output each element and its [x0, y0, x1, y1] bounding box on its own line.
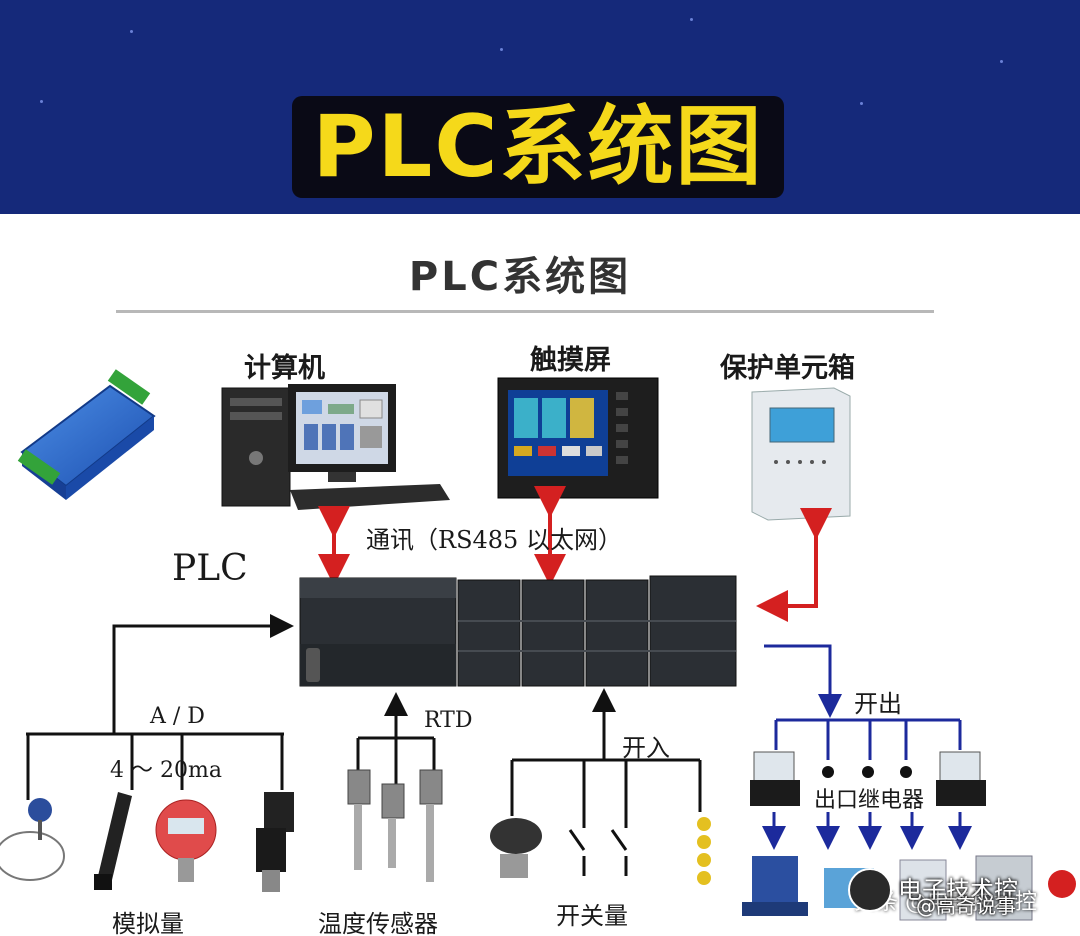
header-banner: PLC系统图 — [0, 0, 1080, 214]
communication-arrows — [318, 486, 832, 622]
switch-caption: 开关量 — [556, 902, 628, 930]
temperature-wiring — [356, 692, 436, 784]
ad-label: A / D — [150, 704, 205, 729]
plc-label: PLC — [172, 548, 248, 589]
star-decoration — [690, 18, 693, 21]
watermark: 电子技术控 @高奇说事 — [848, 864, 1068, 918]
analog-caption: 模拟量 — [112, 910, 184, 936]
output-wiring — [762, 644, 972, 850]
star-decoration — [500, 48, 503, 51]
star-decoration — [130, 30, 133, 33]
banner-title-backdrop: PLC系统图 — [292, 96, 784, 198]
protection-unit-image — [751, 387, 851, 521]
temperature-sensor-images — [347, 769, 443, 882]
rs485-converter-image — [17, 369, 156, 500]
watermark-channel: 电子技术控 — [898, 876, 1018, 904]
touchscreen-label: 触摸屏 — [530, 345, 611, 376]
switch-input-wiring — [510, 688, 702, 876]
touchscreen-image — [497, 377, 659, 499]
analog-sensor-images — [0, 792, 294, 892]
watermark-author: @高奇说事 — [916, 894, 1016, 918]
switch-input-label: 开入 — [622, 734, 670, 762]
analog-input-wiring — [26, 614, 294, 800]
title-divider — [116, 310, 934, 313]
protection-box-label: 保护单元箱 — [720, 353, 855, 384]
communication-label: 通讯（RS485 以太网） — [366, 526, 622, 554]
star-decoration — [860, 102, 863, 105]
diagram-title: PLC系统图 — [408, 254, 632, 300]
output-label: 开出 — [854, 690, 902, 718]
range-label: 4 ～ 20ma — [110, 758, 222, 783]
rtd-label: RTD — [424, 708, 473, 733]
banner-title: PLC系统图 — [312, 97, 764, 197]
temperature-caption: 温度传感器 — [318, 910, 438, 936]
relay-label: 出口继电器 — [814, 788, 925, 813]
star-decoration — [40, 100, 43, 103]
star-decoration — [1000, 60, 1003, 63]
switch-images — [490, 817, 711, 885]
avatar — [848, 868, 892, 912]
computer-image — [221, 384, 450, 510]
computer-label: 计算机 — [244, 353, 325, 384]
plc-rack-image — [299, 575, 737, 687]
relay-images — [750, 751, 986, 806]
